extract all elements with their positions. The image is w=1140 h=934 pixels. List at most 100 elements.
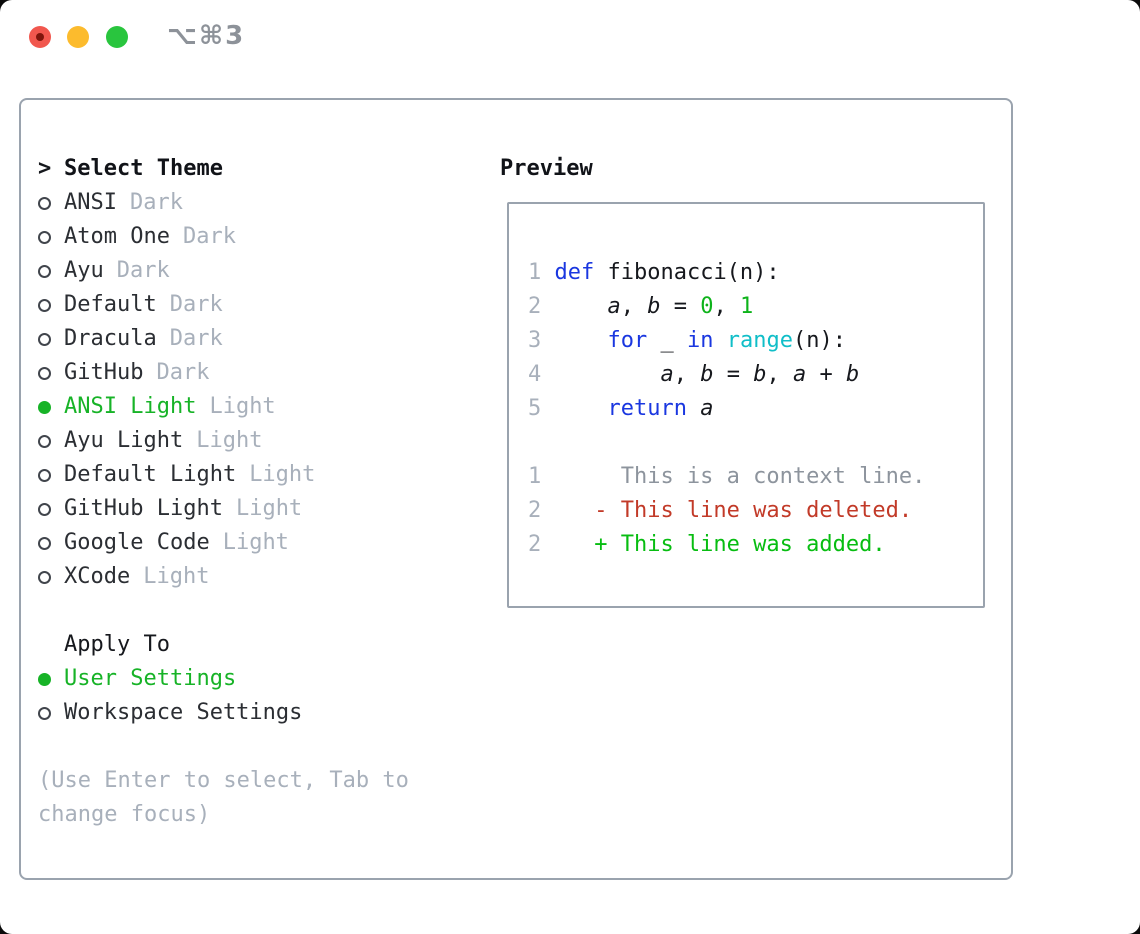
theme-variant-label: Light bbox=[209, 394, 276, 419]
code-token: + bbox=[806, 362, 846, 387]
code-token: 0 bbox=[700, 294, 714, 319]
radio-marker bbox=[38, 264, 64, 278]
code-token: = bbox=[660, 294, 701, 319]
radio-marker bbox=[38, 672, 64, 686]
apply-to-header: Apply To bbox=[38, 628, 409, 662]
code-token: def bbox=[554, 260, 595, 285]
radio-marker bbox=[38, 502, 64, 516]
code-token: a bbox=[607, 294, 621, 319]
theme-variant-label: Light bbox=[249, 462, 316, 487]
theme-name: GitHub bbox=[64, 360, 144, 385]
code-token: b bbox=[700, 362, 714, 387]
apply-option-workspace-settings[interactable]: Workspace Settings bbox=[38, 696, 409, 730]
radio-marker bbox=[38, 196, 64, 210]
code-token: + This line was added. bbox=[554, 532, 886, 557]
code-token: (n): bbox=[792, 328, 846, 353]
window-title: ⌥⌘3 bbox=[167, 21, 246, 51]
theme-name: Ayu Light bbox=[64, 428, 184, 453]
radio-icon bbox=[38, 706, 51, 720]
line-number: 5 bbox=[528, 396, 542, 421]
zoom-button[interactable] bbox=[106, 26, 128, 48]
code-token: b bbox=[647, 294, 661, 319]
theme-name: Atom One bbox=[64, 224, 170, 249]
code-token: return bbox=[607, 396, 687, 421]
radio-icon bbox=[38, 536, 51, 550]
code-token: a bbox=[700, 396, 714, 421]
line-number: 1 bbox=[528, 260, 542, 285]
theme-name: XCode bbox=[64, 564, 131, 589]
code-line: 2 + This line was added. bbox=[528, 528, 983, 562]
theme-option-github-light[interactable]: GitHub Light Light bbox=[38, 492, 409, 526]
code-line: 5 return a bbox=[528, 392, 983, 426]
theme-option-github[interactable]: GitHub Dark bbox=[38, 356, 409, 390]
code-token: = bbox=[713, 362, 754, 387]
select-theme-title: Select Theme bbox=[64, 156, 223, 181]
theme-option-ansi-light[interactable]: ANSI Light Light bbox=[38, 390, 409, 424]
apply-option-label: Workspace Settings bbox=[64, 700, 303, 725]
theme-variant-label: Light bbox=[143, 564, 210, 589]
code-token: in bbox=[686, 328, 714, 353]
code-token: range bbox=[726, 328, 793, 353]
close-button[interactable] bbox=[29, 26, 51, 48]
code-token bbox=[554, 396, 607, 421]
line-number: 3 bbox=[528, 328, 542, 353]
code-line: 2 a, b = 0, 1 bbox=[528, 290, 983, 324]
radio-marker bbox=[38, 570, 64, 584]
hint-line-1: (Use Enter to select, Tab to bbox=[38, 768, 409, 793]
code-token: - This line was deleted. bbox=[554, 498, 913, 523]
code-token: for bbox=[607, 328, 648, 353]
code-token: fibonacci(n): bbox=[594, 260, 780, 285]
radio-marker bbox=[38, 366, 64, 380]
code-token: , bbox=[673, 362, 701, 387]
theme-name: GitHub Light bbox=[64, 496, 223, 521]
apply-option-user-settings[interactable]: User Settings bbox=[38, 662, 409, 696]
code-token: a bbox=[660, 362, 674, 387]
radio-icon bbox=[38, 434, 51, 448]
code-token: , bbox=[620, 294, 648, 319]
line-number: 2 bbox=[528, 498, 542, 523]
theme-variant-label: Dark bbox=[169, 292, 223, 317]
theme-option-xcode[interactable]: XCode Light bbox=[38, 560, 409, 594]
theme-variant-label: Dark bbox=[156, 360, 210, 385]
theme-variant-label: Light bbox=[235, 496, 303, 521]
radio-icon bbox=[38, 196, 51, 210]
theme-name: Ayu bbox=[64, 258, 104, 283]
prompt-caret-icon: > bbox=[38, 156, 52, 181]
radio-icon bbox=[38, 502, 51, 516]
code-line bbox=[528, 426, 983, 460]
code-line: 4 a, b = b, a + b bbox=[528, 358, 983, 392]
theme-name: ANSI Light bbox=[64, 394, 197, 419]
radio-icon bbox=[38, 468, 51, 482]
code-token: 1 bbox=[739, 294, 754, 319]
code-token bbox=[554, 328, 607, 353]
radio-selected-icon bbox=[38, 400, 51, 414]
select-theme-header: > Select Theme bbox=[38, 152, 409, 186]
radio-marker bbox=[38, 536, 64, 550]
preview-header: Preview bbox=[500, 156, 593, 181]
theme-variant-label: Light bbox=[222, 530, 289, 555]
minimize-button[interactable] bbox=[67, 26, 89, 48]
code-token: This is a context line. bbox=[554, 464, 926, 489]
radio-icon bbox=[38, 264, 51, 278]
line-number: 4 bbox=[528, 362, 542, 387]
radio-marker bbox=[38, 434, 64, 448]
radio-marker bbox=[38, 230, 64, 244]
code-line: 1 def fibonacci(n): bbox=[528, 256, 983, 290]
radio-marker bbox=[38, 298, 64, 312]
radio-selected-icon bbox=[38, 672, 51, 686]
code-token: b bbox=[845, 362, 860, 387]
